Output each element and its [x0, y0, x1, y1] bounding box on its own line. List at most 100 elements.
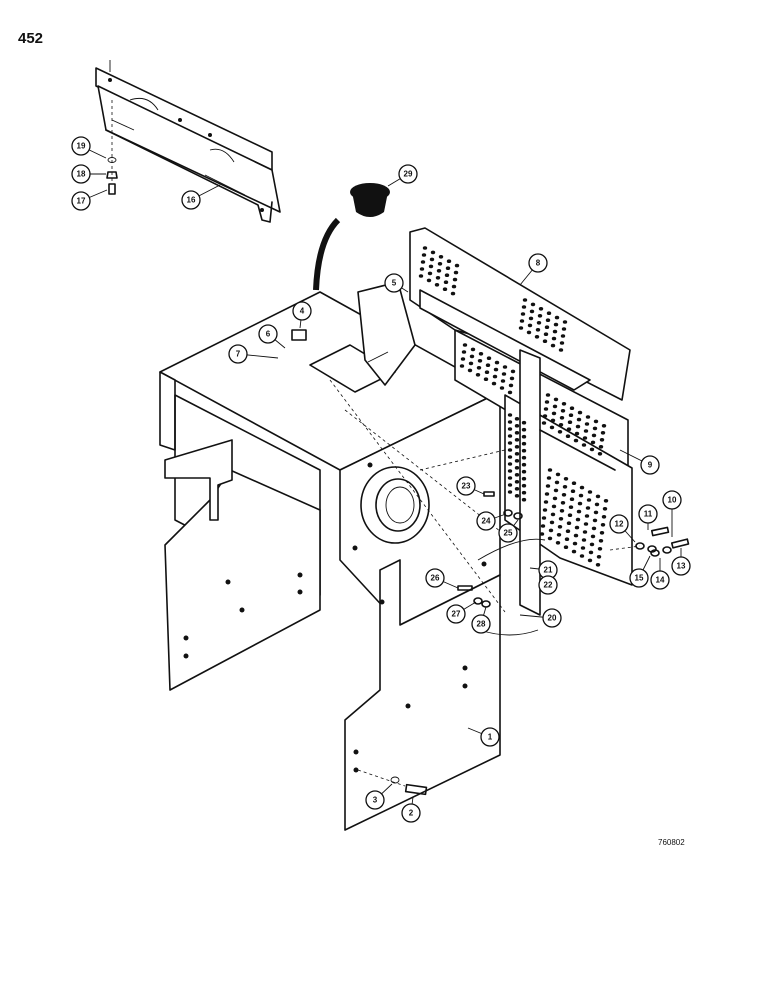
- perforation-hole: [565, 434, 571, 439]
- perforation-hole: [563, 545, 569, 549]
- perforation-hole: [451, 284, 457, 289]
- perforation-hole: [530, 302, 536, 307]
- callout-label: 10: [668, 496, 677, 505]
- perforation-hole: [429, 257, 435, 262]
- callout-label: 26: [431, 574, 440, 583]
- perforation-hole: [428, 264, 434, 269]
- perforation-hole: [599, 531, 605, 535]
- perforation-hole: [576, 509, 582, 514]
- perforation-hole: [551, 411, 557, 416]
- perforation-hole: [434, 283, 440, 287]
- perforation-hole: [600, 523, 606, 527]
- perforation-hole: [559, 416, 565, 420]
- callout-balloon: [258, 324, 278, 344]
- perforation-hole: [542, 339, 548, 344]
- perforation-hole: [598, 539, 604, 543]
- callout-balloon: [480, 727, 500, 747]
- perforation-hole: [581, 443, 587, 447]
- perforation-hole: [567, 420, 573, 425]
- perforation-hole: [528, 316, 534, 321]
- callout-19: 19: [71, 136, 107, 159]
- perforation-hole: [573, 438, 579, 443]
- perforation-hole: [567, 513, 573, 517]
- perforation-hole: [559, 509, 565, 513]
- perforation-hole: [514, 424, 520, 428]
- perforation-hole: [514, 452, 520, 456]
- callout-balloon: [538, 575, 558, 595]
- perforation-hole: [587, 558, 593, 563]
- perforation-hole: [427, 271, 433, 276]
- callout-balloon: [609, 514, 629, 534]
- perforation-hole: [552, 329, 558, 334]
- perforation-hole: [519, 319, 525, 323]
- perforation-hole: [577, 501, 583, 506]
- perforation-hole: [562, 485, 568, 489]
- perforation-hole: [584, 422, 590, 426]
- callout-11: 11: [638, 504, 658, 530]
- callout-label: 23: [462, 482, 471, 491]
- callout-8: 8: [519, 253, 548, 286]
- perforation-hole: [514, 438, 520, 442]
- callout-label: 17: [77, 197, 86, 206]
- perforation-hole: [596, 555, 602, 559]
- perforation-hole: [483, 377, 489, 382]
- perforation-hole: [598, 445, 604, 449]
- callout-balloon: [629, 568, 649, 588]
- perforation-hole: [422, 246, 428, 250]
- perforation-hole: [420, 260, 426, 264]
- callout-label: 15: [635, 574, 644, 583]
- perforation-hole: [552, 496, 558, 501]
- perforation-hole: [430, 250, 436, 255]
- callout-13: 13: [671, 548, 691, 576]
- perforation-hole: [518, 326, 524, 330]
- perforation-hole: [442, 287, 448, 292]
- perforation-hole: [514, 431, 520, 435]
- perforation-hole: [551, 336, 557, 341]
- perforation-hole: [574, 431, 580, 436]
- perforation-hole: [446, 259, 452, 264]
- screen-perforations: [418, 246, 609, 567]
- callout-label: 29: [404, 170, 413, 179]
- perforation-hole: [549, 520, 555, 525]
- perforation-hole: [569, 406, 575, 411]
- perforation-hole: [484, 370, 490, 375]
- cap-29-drawing: [313, 183, 390, 291]
- perforation-hole: [507, 455, 513, 459]
- perforation-hole: [444, 273, 450, 278]
- callout-3: 3: [365, 783, 393, 810]
- callout-18: 18: [71, 164, 106, 184]
- perforation-hole: [579, 554, 585, 558]
- perforation-hole: [583, 429, 589, 433]
- perforation-hole: [501, 372, 507, 376]
- hardware-17-19: [106, 100, 118, 195]
- callout-balloon: [425, 568, 445, 588]
- perforation-hole: [443, 280, 449, 285]
- perforation-hole: [521, 497, 527, 502]
- perforation-hole: [521, 427, 527, 432]
- perforation-hole: [521, 469, 527, 474]
- perforation-hole: [450, 291, 456, 296]
- screens-8-9-drawing: [409, 227, 633, 616]
- perforation-hole: [534, 335, 540, 339]
- callout-label: 8: [536, 259, 541, 268]
- perforation-hole: [520, 312, 526, 316]
- callout-label: 5: [392, 279, 397, 288]
- perforation-hole: [469, 354, 475, 359]
- perforation-hole: [521, 455, 527, 460]
- callout-label: 4: [300, 307, 305, 316]
- callout-balloon: [671, 556, 691, 576]
- perforation-hole: [600, 431, 606, 435]
- perforation-hole: [507, 462, 513, 466]
- perforation-hole: [522, 298, 528, 302]
- perforation-hole: [597, 452, 603, 456]
- callout-1: 1: [467, 727, 500, 747]
- callout-label: 20: [548, 614, 557, 623]
- perforation-hole: [591, 433, 597, 438]
- callout-label: 7: [236, 350, 241, 359]
- perforation-hole: [492, 374, 498, 379]
- callout-balloon: [292, 301, 312, 321]
- perforation-hole: [510, 369, 516, 374]
- perforation-hole: [553, 397, 559, 402]
- perforation-hole: [521, 448, 527, 453]
- perforation-hole: [574, 525, 580, 530]
